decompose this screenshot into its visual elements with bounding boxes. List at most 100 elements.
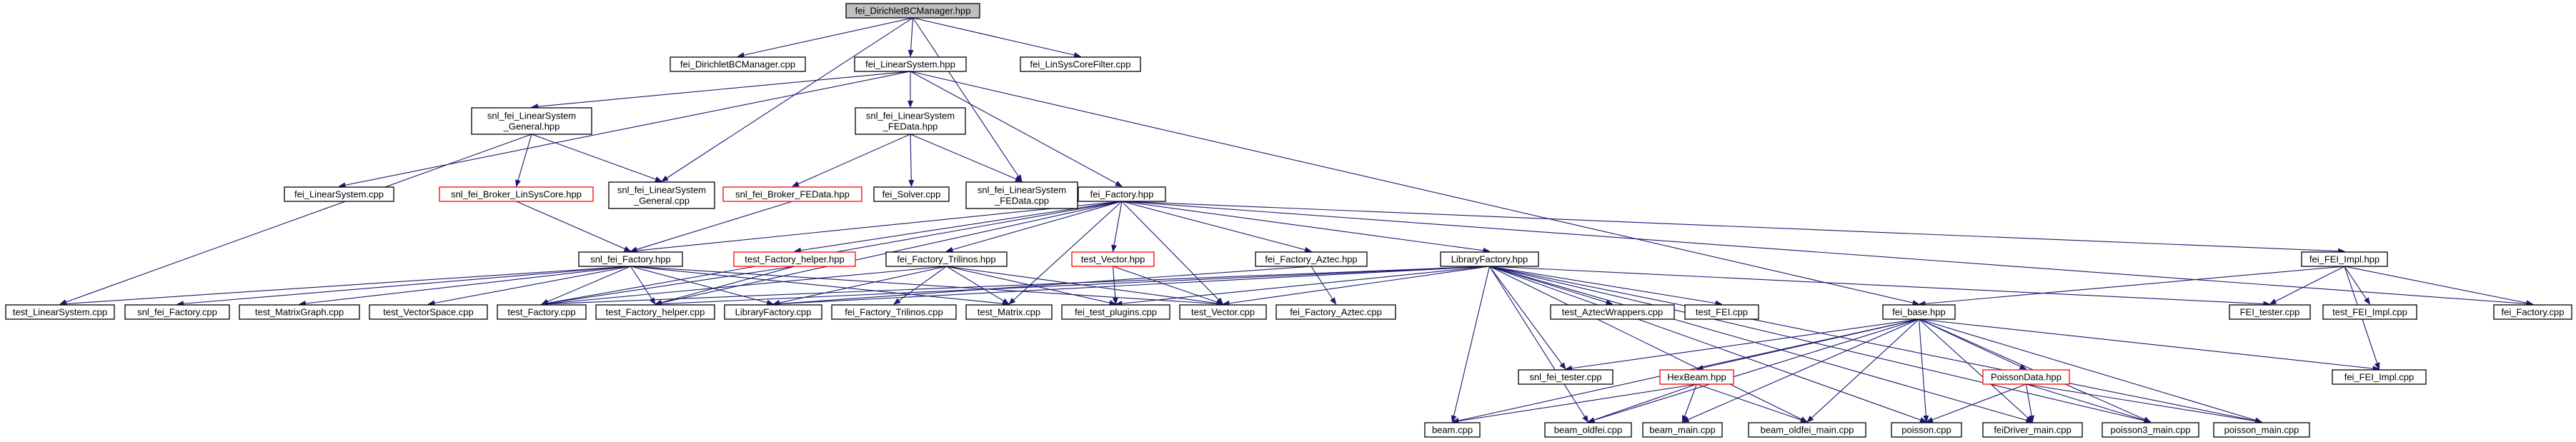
node-trilcpp[interactable]: fei_Factory_Trilinos.cpp [831, 304, 957, 320]
node-label: fei_Factory_Trilinos.hpp [897, 254, 995, 265]
edge-factoryhpp-to-feiimpl [1121, 201, 2345, 254]
node-hexbeam[interactable]: HexBeam.hpp [1659, 369, 1734, 385]
node-beamoldmain[interactable]: beam_oldfei_main.cpp [1748, 422, 1866, 438]
node-factoryhpp[interactable]: fei_Factory.hpp [1078, 186, 1166, 202]
node-taztecwr[interactable]: test_AztecWrappers.cpp [1550, 304, 1675, 320]
edge-snlfactory-to-snlfactcpp [176, 266, 631, 307]
node-snlfactcpp[interactable]: snl_fei_Factory.cpp [124, 304, 230, 320]
node-box [1550, 304, 1675, 320]
node-tfhelpercpp[interactable]: test_Factory_helper.cpp [595, 304, 715, 320]
edge-poissondata-to-poisson [1926, 383, 2027, 423]
edge-factoryhpp-to-trilhpp [945, 201, 1123, 253]
node-beamoldfei[interactable]: beam_oldfei.cpp [1544, 422, 1632, 438]
node-box [855, 107, 966, 135]
node-fedcpp[interactable]: snl_fei_LinearSystem_FEData.cpp [965, 181, 1078, 209]
node-feidriver[interactable]: feiDriver_main.cpp [1982, 422, 2083, 438]
edge-factoryhpp-to-tvechpp [1111, 201, 1123, 252]
node-lscpp[interactable]: fei_LinearSystem.cpp [284, 186, 394, 202]
node-label: snl_fei_LinearSystem [617, 185, 706, 196]
node-label: test_FEI.cpp [1696, 307, 1748, 318]
node-beam[interactable]: beam.cpp [1424, 422, 1481, 438]
node-feiimpl[interactable]: fei_FEI_Impl.hpp [2301, 251, 2388, 267]
node-label: fei_base.hpp [1892, 307, 1945, 318]
node-label: LibraryFactory.hpp [1451, 254, 1528, 265]
node-lshpp[interactable]: fei_LinearSystem.hpp [854, 56, 967, 72]
edge-hexbeam-to-beamoldfei [1587, 383, 1697, 423]
node-box [873, 186, 950, 202]
node-tvechpp[interactable]: test_Vector.hpp [1071, 251, 1155, 267]
edge-libfactory-to-tfhelpercpp [655, 266, 1490, 307]
node-label: fei_FEI_Impl.cpp [2344, 372, 2415, 383]
edge-snlfactory-to-tfactory [541, 266, 631, 305]
node-snltester[interactable]: snl_fei_tester.cpp [1518, 369, 1613, 385]
edge-snlfed-to-brkfed [792, 134, 911, 187]
edges-layer [59, 17, 2534, 424]
node-feibase[interactable]: fei_base.hpp [1882, 304, 1956, 320]
edge-aztechpp-to-azteccpp [1311, 266, 1337, 305]
node-snlfactory[interactable]: snl_fei_Factory.hpp [578, 251, 683, 267]
node-t_linsys[interactable]: test_LinearSystem.cpp [5, 304, 115, 320]
edge-hexbeam-to-beammain [1681, 383, 1698, 423]
node-brklsc[interactable]: snl_fei_Broker_LinSysCore.hpp [439, 186, 594, 202]
node-label: fei_DirichletBCManager.cpp [680, 59, 795, 70]
node-tvector[interactable]: test_Vector.cpp [1179, 304, 1267, 320]
node-poissonmain[interactable]: poisson_main.cpp [2213, 422, 2310, 438]
edge-snlfactory-to-tvecspace [427, 266, 631, 306]
node-trilhpp[interactable]: fei_Factory_Trilinos.hpp [885, 251, 1008, 267]
edge-feibase-to-feiimplcpp [1919, 318, 2380, 372]
node-tvecspace[interactable]: test_VectorSpace.cpp [369, 304, 488, 320]
edge-factoryhpp-to-aztechpp [1121, 201, 1312, 253]
node-feitester[interactable]: FEI_tester.cpp [2229, 304, 2311, 320]
node-label: fei_FEI_Impl.hpp [2309, 254, 2379, 265]
node-libfactory[interactable]: LibraryFactory.hpp [1440, 251, 1539, 267]
node-label: beam_main.cpp [1649, 425, 1716, 436]
edge-libfactory-to-poissonmain [1489, 266, 2262, 424]
node-libfactcpp[interactable]: LibraryFactory.cpp [724, 304, 822, 320]
node-tfactory[interactable]: test_Factory.cpp [497, 304, 587, 320]
edge-snlfed-to-fsolver [908, 134, 915, 187]
edge-feiimpl-to-tfeiimpl [2344, 266, 2371, 305]
node-fsolver[interactable]: fei_Solver.cpp [873, 186, 950, 202]
edge-snlfactory-to-tfhelpercpp [630, 266, 656, 305]
node-label: beam.cpp [1432, 425, 1473, 436]
node-factorycpp[interactable]: fei_Factory.cpp [2493, 304, 2572, 320]
node-tfei[interactable]: test_FEI.cpp [1684, 304, 1759, 320]
edge-root-to-gencpp [661, 17, 913, 182]
node-box [854, 56, 967, 72]
edge-libfactory-to-poisson3 [1489, 266, 2152, 423]
node-box [2102, 422, 2199, 438]
node-beammain[interactable]: beam_main.cpp [1642, 422, 1723, 438]
node-root[interactable]: fei_DirichletBCManager.hpp [845, 3, 980, 19]
node-feiimplcpp[interactable]: fei_FEI_Impl.cpp [2332, 369, 2427, 385]
node-poisson3[interactable]: poisson3_main.cpp [2102, 422, 2199, 438]
node-snlfed[interactable]: snl_fei_LinearSystem_FEData.hpp [855, 107, 966, 135]
node-snlgen[interactable]: snl_fei_LinearSystem_General.hpp [471, 107, 592, 135]
node-testplugins[interactable]: fei_test_plugins.cpp [1061, 304, 1170, 320]
node-aztechpp[interactable]: fei_Factory_Aztec.hpp [1255, 251, 1368, 267]
edge-factoryhpp-to-factorycpp [1121, 201, 2534, 307]
node-label: HexBeam.hpp [1667, 372, 1726, 383]
node-box [497, 304, 587, 320]
node-linsys[interactable]: fei_LinSysCoreFilter.cpp [1020, 56, 1141, 72]
node-poisson[interactable]: poisson.cpp [1891, 422, 1962, 438]
node-tmatrix[interactable]: test_Matrix.cpp [965, 304, 1053, 320]
edge-trilhpp-to-testplugins [946, 266, 1117, 306]
node-brkfed[interactable]: snl_fei_Broker_FEData.hpp [722, 186, 862, 202]
node-box [1982, 369, 2070, 385]
node-box [578, 251, 683, 267]
node-azteccpp[interactable]: fei_Factory_Aztec.cpp [1275, 304, 1396, 320]
node-gencpp[interactable]: snl_fei_LinearSystem_General.cpp [608, 181, 715, 209]
edge-poissondata-to-poisson3 [2026, 383, 2152, 423]
node-box [439, 186, 594, 202]
node-tfhelperhpp[interactable]: test_Factory_helper.hpp [733, 251, 856, 267]
edge-libfactory-to-feitester [1489, 266, 2271, 307]
edge-hexbeam-to-beamoldmain [1696, 383, 1808, 423]
node-tmatgraph[interactable]: test_MatrixGraph.cpp [239, 304, 360, 320]
node-box [1659, 369, 1734, 385]
node-poissondata[interactable]: PoissonData.hpp [1982, 369, 2070, 385]
edge-libfactory-to-beam [1451, 266, 1491, 423]
node-tfeiimpl[interactable]: test_FEI_Impl.cpp [2322, 304, 2417, 320]
edge-brkfed-to-snlfactory [630, 201, 793, 253]
node-bcmcpp[interactable]: fei_DirichletBCManager.cpp [670, 56, 806, 72]
